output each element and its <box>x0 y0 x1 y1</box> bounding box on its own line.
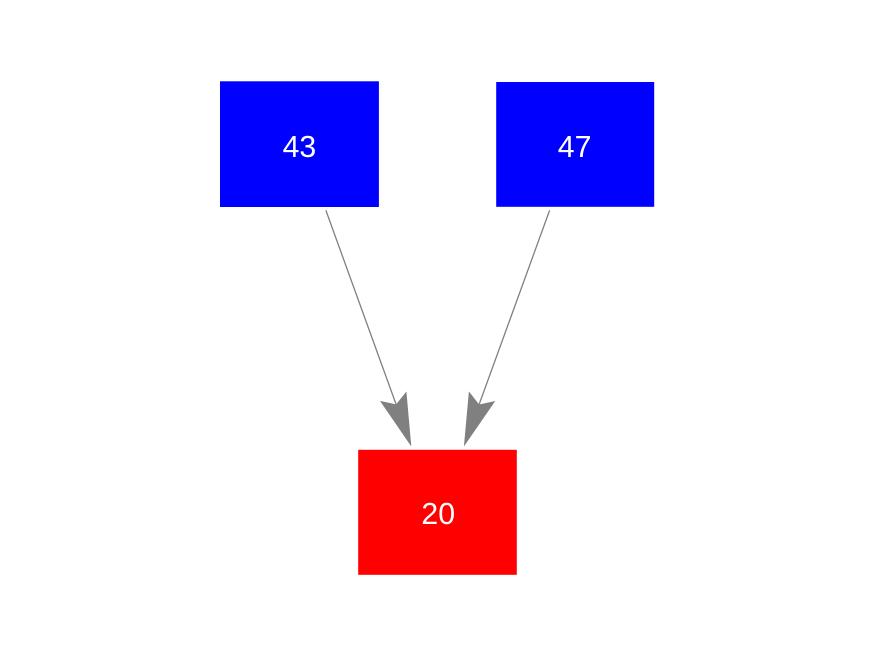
svg-text:43: 43 <box>283 131 317 164</box>
svg-text:20: 20 <box>421 498 455 531</box>
svg-text:47: 47 <box>558 131 592 164</box>
